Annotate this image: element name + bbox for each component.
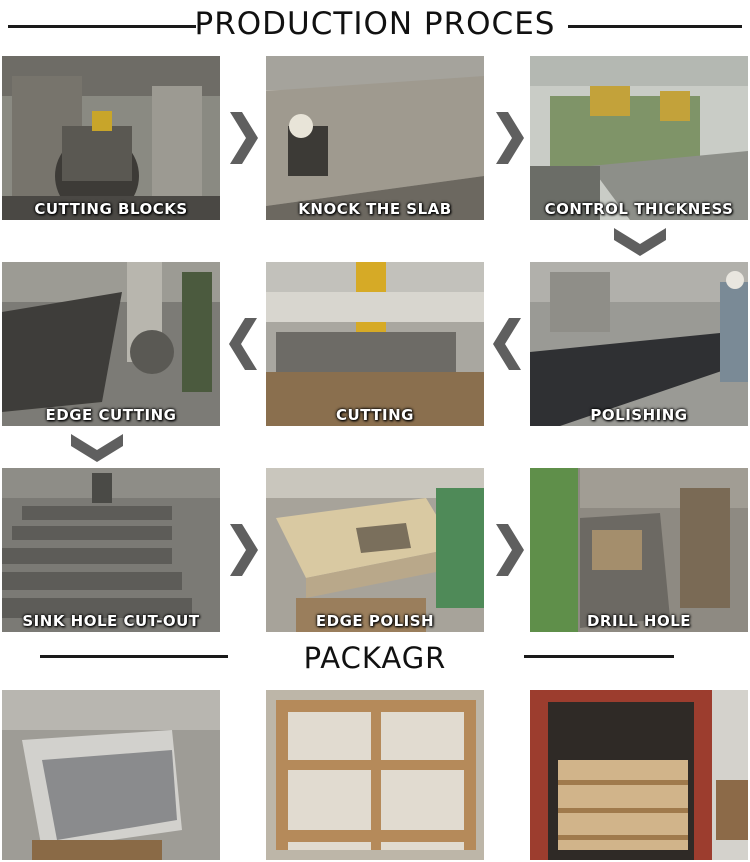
photo-drill-hole: DRILL HOLE xyxy=(530,468,748,632)
packing-title: PACKAGR xyxy=(303,641,447,675)
photo-cutting: CUTTING xyxy=(266,262,484,426)
arrow-right-icon xyxy=(230,112,258,164)
step-label: SINK HOLE CUT-OUT xyxy=(22,612,200,630)
photo-packing-container xyxy=(530,690,748,860)
step-label: DRILL HOLE xyxy=(586,612,692,630)
photo-packing-wrapped-slabs xyxy=(2,690,220,860)
photo-knock-the-slab: KNOCK THE SLAB xyxy=(266,56,484,220)
photo-control-thickness: CONTROL THICKNESS xyxy=(530,56,748,220)
arrow-left-icon xyxy=(493,318,521,370)
step-label: CUTTING xyxy=(336,406,414,424)
photo-polishing: POLISHING xyxy=(530,262,748,426)
arrow-right-icon xyxy=(496,112,524,164)
arrow-down-icon xyxy=(71,434,123,462)
step-label: EDGE CUTTING xyxy=(45,406,177,424)
arrow-left-icon xyxy=(229,318,257,370)
step-label: KNOCK THE SLAB xyxy=(298,200,452,218)
page-title: PRODUCTION PROCES xyxy=(194,6,556,42)
photo-cutting-blocks: CUTTING BLOCKS xyxy=(2,56,220,220)
arrow-right-icon xyxy=(230,524,258,576)
step-label: CONTROL THICKNESS xyxy=(544,200,734,218)
step-label: POLISHING xyxy=(590,406,688,424)
arrow-right-icon xyxy=(496,524,524,576)
photo-sink-hole-cut-out: SINK HOLE CUT-OUT xyxy=(2,468,220,632)
step-label: CUTTING BLOCKS xyxy=(34,200,188,218)
photo-edge-polish: EDGE POLISH xyxy=(266,468,484,632)
packing-line-left xyxy=(40,655,228,658)
step-label: EDGE POLISH xyxy=(315,612,435,630)
header-line-left xyxy=(8,25,196,28)
packing-line-right xyxy=(524,655,674,658)
photo-packing-wooden-crate xyxy=(266,690,484,860)
arrow-down-icon xyxy=(614,228,666,256)
header-line-right xyxy=(568,25,742,28)
photo-edge-cutting: EDGE CUTTING xyxy=(2,262,220,426)
